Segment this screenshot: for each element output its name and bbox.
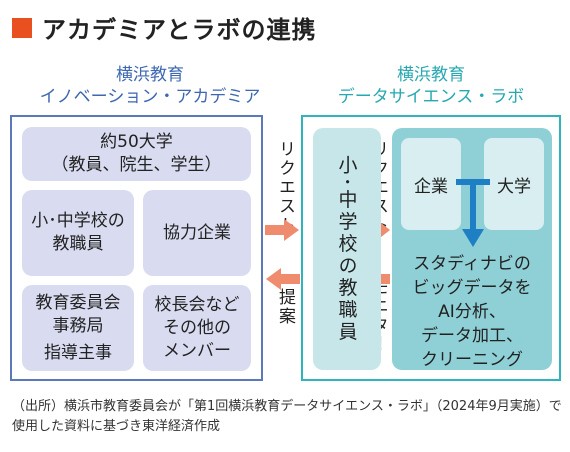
- school-staff-line2: 教職員: [52, 234, 104, 254]
- board-line2: 事務局: [52, 315, 104, 336]
- caption-line1: （出所）横浜市教育委員会が「第1回横浜教育データサイエンス・ラボ」（2024年9…: [12, 399, 562, 414]
- caption-line2: 使用した資料に基づき東洋経済作成: [12, 419, 221, 434]
- company-box: 企業: [401, 138, 461, 230]
- lab-line1: スタディナビの: [413, 254, 531, 274]
- universities-line2: （教員、院生、学生）: [51, 155, 222, 175]
- principals-line1: 校長会など: [154, 294, 240, 315]
- proposal-label: 提案: [275, 288, 295, 326]
- connector-stem: [470, 179, 476, 230]
- teacher-label: 小･中学校の教職員: [335, 154, 358, 344]
- universities-line1: 約50大学: [100, 132, 173, 152]
- lab-heading-line2: データサイエンス・ラボ: [337, 87, 525, 107]
- universities-box: 約50大学 （教員、院生、学生）: [22, 127, 251, 181]
- board-box: 教育委員会 事務局 指導主事: [22, 285, 134, 371]
- university-box: 大学: [484, 138, 544, 230]
- university-label: 大学: [497, 176, 531, 197]
- companies-label: 協力企業: [163, 222, 231, 243]
- school-staff-line1: 小･中学校の: [31, 211, 125, 231]
- principals-line3: メンバー: [163, 340, 231, 361]
- lab-line2: ビッグデータを: [412, 278, 532, 298]
- lab-description: スタディナビの ビッグデータを AI分析、 データ加工、 クリーニング: [392, 252, 552, 372]
- page-title: アカデミアとラボの連携: [42, 16, 317, 44]
- proposal-arrow: [266, 268, 300, 290]
- request-arrow-left: [265, 219, 299, 241]
- board-line3: 指導主事: [44, 342, 112, 363]
- principals-line2: その他の: [163, 317, 231, 338]
- board-line1: 教育委員会: [35, 292, 121, 313]
- academia-heading-line1: 横浜教育: [116, 65, 184, 85]
- connector-arrowhead: [462, 229, 484, 247]
- academia-heading: 横浜教育 イノベーション・アカデミア: [10, 64, 290, 108]
- academia-heading-line2: イノベーション・アカデミア: [39, 87, 261, 107]
- source-caption: （出所）横浜市教育委員会が「第1回横浜教育データサイエンス・ラボ」（2024年9…: [12, 397, 562, 437]
- school-staff-box: 小･中学校の 教職員: [22, 190, 134, 276]
- lab-line4: データ加工、: [421, 326, 523, 346]
- lab-heading: 横浜教育 データサイエンス・ラボ: [300, 64, 562, 108]
- teacher-box: 小･中学校の教職員: [313, 128, 381, 370]
- lab-heading-line1: 横浜教育: [397, 65, 465, 85]
- principals-box: 校長会など その他の メンバー: [143, 285, 251, 371]
- lab-line3: AI分析、: [438, 302, 506, 322]
- companies-box: 協力企業: [143, 190, 251, 276]
- title-accent-square: [12, 18, 32, 38]
- lab-line5: クリーニング: [421, 350, 523, 370]
- request-label-left: リクエスト: [275, 140, 295, 235]
- company-label: 企業: [414, 176, 448, 197]
